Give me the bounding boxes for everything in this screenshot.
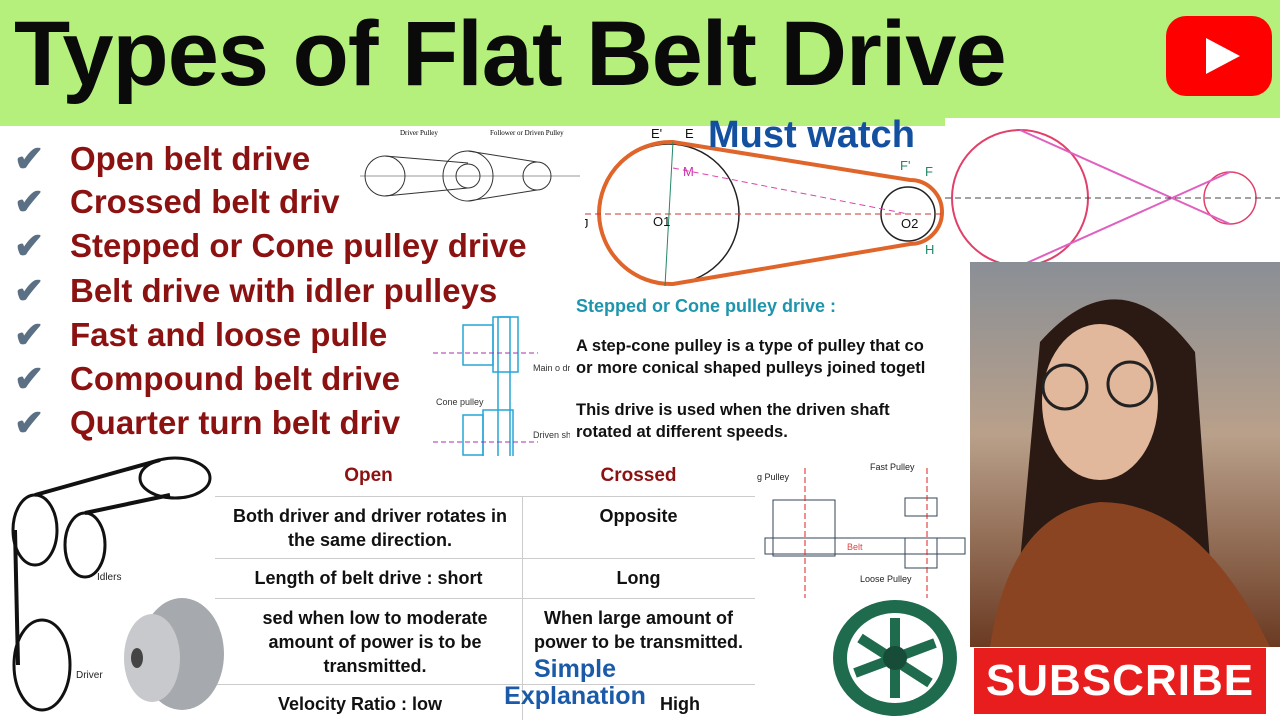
- checkmark-icon: ✔: [14, 402, 45, 443]
- list-item: ✔ Stepped or Cone pulley drive: [14, 225, 527, 267]
- list-item: ✔ Quarter turn belt driv: [14, 402, 400, 444]
- page-title: Types of Flat Belt Drive: [14, 3, 1007, 105]
- belt-label: Belt: [847, 542, 863, 552]
- driven-shaft-label: Driven shal: [533, 430, 570, 440]
- list-item-label: Open belt drive: [70, 140, 311, 177]
- description-line: This drive is used when the driven shaft: [576, 401, 890, 419]
- must-watch-badge: Must watch: [708, 114, 915, 156]
- point-label: O1: [653, 214, 670, 229]
- list-item-label: Crossed belt driv: [70, 183, 340, 220]
- description-line: rotated at different speeds.: [576, 423, 788, 441]
- driver-label: Driver: [76, 670, 103, 681]
- table-header-crossed: Crossed: [600, 465, 677, 486]
- point-label: F: [925, 164, 933, 179]
- crossed-belt-diagram: [945, 118, 1280, 262]
- list-item-label: Stepped or Cone pulley drive: [70, 227, 527, 264]
- cone-pulley-label: Cone pulley: [436, 397, 484, 407]
- fast-pulley-label: Fast Pulley: [870, 462, 915, 472]
- checkmark-icon: ✔: [14, 138, 45, 179]
- open-belt-diagram: E' E M J O1 O2 F' F H: [585, 126, 945, 287]
- fast-loose-pulley-diagram: g Pulley Fast Pulley Belt Loose Pulley: [755, 458, 970, 600]
- list-item: ✔ Compound belt drive: [14, 358, 400, 400]
- stepped-heading: Stepped or Cone pulley drive :: [576, 296, 837, 316]
- table-cell: Velocity Ratio : low: [277, 694, 443, 714]
- title-banner: [0, 0, 1280, 126]
- list-item: ✔ Fast and loose pulle: [14, 314, 387, 356]
- idler-pulley-diagram: Idlers Driver: [11, 456, 212, 712]
- cone-pulley-photo: [124, 598, 224, 710]
- table-cell: Opposite: [599, 506, 678, 526]
- checkmark-icon: ✔: [14, 358, 45, 399]
- description-line: or more conical shaped pulleys joined to…: [576, 359, 926, 377]
- point-label: J: [585, 216, 589, 231]
- table-cell: sed when low to moderate amount of power…: [262, 608, 488, 676]
- list-item: ✔ Crossed belt driv: [14, 181, 340, 223]
- list-item: ✔ Open belt drive: [14, 138, 310, 180]
- list-item-label: Compound belt drive: [70, 360, 400, 397]
- table-cell: Long: [616, 568, 661, 588]
- table-cell: Length of belt drive : short: [254, 568, 483, 588]
- list-item: ✔ Belt drive with idler pulleys: [14, 270, 497, 312]
- description-line: A step-cone pulley is a type of pulley t…: [576, 337, 924, 355]
- cone-pulley-diagram: Cone pulley Main o driving Driven shal: [433, 316, 570, 461]
- simple-explanation-badge: Simple Explanation: [504, 655, 646, 710]
- compound-belt-diagram: Driver Pulley Follower or Driven Pulley: [360, 126, 585, 216]
- comparison-table: Open Crossed Both driver and driver rota…: [215, 456, 755, 720]
- point-label: E': [651, 126, 662, 141]
- checkmark-icon: ✔: [14, 270, 45, 311]
- checkmark-icon: ✔: [14, 314, 45, 355]
- checkmark-icon: ✔: [14, 181, 45, 222]
- table-cell: High: [660, 694, 700, 714]
- green-pulley-photo: [833, 600, 957, 716]
- youtube-logo-icon: [1166, 16, 1272, 96]
- subscribe-button[interactable]: SUBSCRIBE: [974, 648, 1266, 714]
- point-label: H: [925, 242, 934, 257]
- idlers-label: Idlers: [97, 572, 121, 583]
- table-cell: When large amount of power to be transmi…: [533, 608, 744, 652]
- tight-pulley-label: g Pulley: [757, 472, 790, 482]
- point-label: M: [683, 164, 694, 179]
- table-cell: Both driver and driver rotates in the sa…: [232, 506, 508, 550]
- checkmark-icon: ✔: [14, 225, 45, 266]
- driver-pulley-label: Driver Pulley: [400, 129, 438, 137]
- list-item-label: Fast and loose pulle: [70, 316, 388, 353]
- presenter-photo: [970, 262, 1280, 647]
- follower-label: Follower or Driven Pulley: [490, 129, 564, 137]
- point-label: O2: [901, 216, 918, 231]
- table-header-open: Open: [344, 465, 393, 486]
- main-driving-label: Main o driving: [533, 363, 570, 373]
- list-item-label: Quarter turn belt driv: [70, 404, 401, 441]
- point-label: E: [685, 126, 694, 141]
- list-item-label: Belt drive with idler pulleys: [70, 272, 498, 309]
- loose-pulley-label: Loose Pulley: [860, 574, 912, 584]
- point-label: F': [900, 158, 910, 173]
- stepped-description: Stepped or Cone pulley drive : A step-co…: [576, 296, 970, 456]
